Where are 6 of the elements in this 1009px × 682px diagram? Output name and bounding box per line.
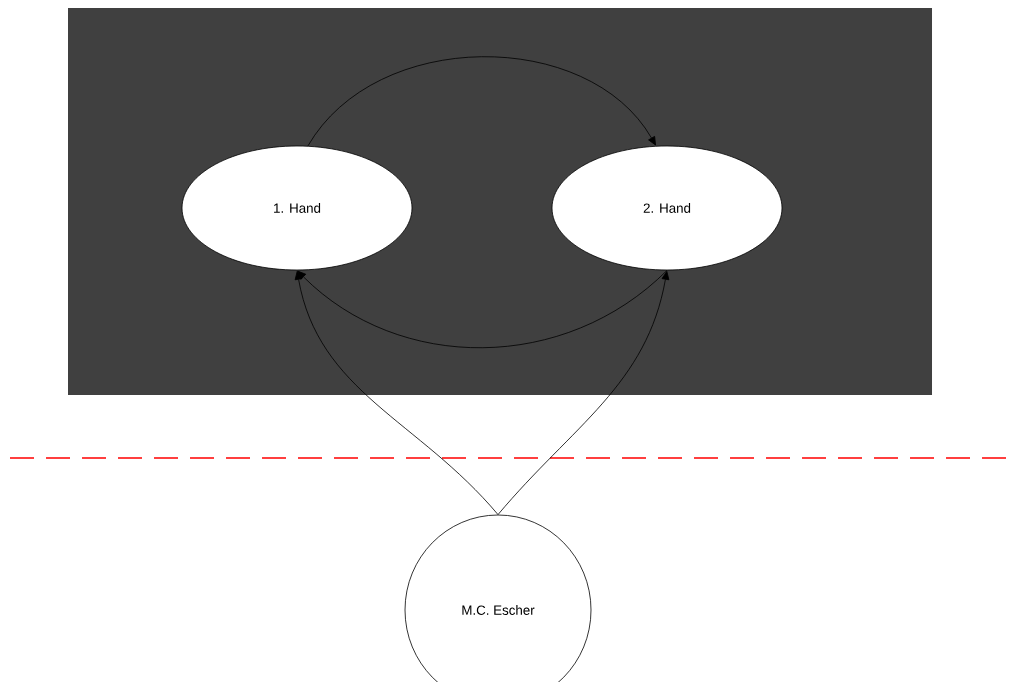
arrow: [294, 271, 499, 515]
ellipse-node: 1. Hand: [181, 145, 413, 271]
arrow: [297, 270, 668, 349]
arrow: [307, 56, 656, 147]
arrow: [497, 271, 670, 515]
ellipse-node: 2. Hand: [551, 145, 783, 271]
